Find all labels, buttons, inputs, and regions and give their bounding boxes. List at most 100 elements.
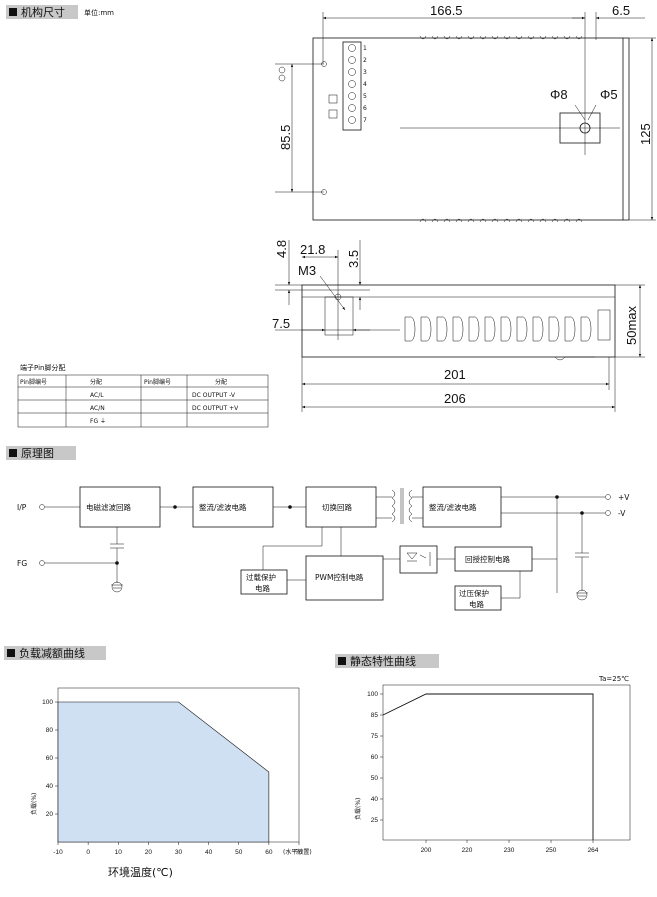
feedback-label: 回授控制电路 [465, 554, 510, 564]
derating-y-tick: 40 [46, 783, 54, 790]
schematic-section-header: 原理图 [6, 446, 76, 460]
static-x-tick: 220 [462, 847, 473, 854]
derating-y-tick: 100 [42, 699, 53, 706]
dim-201: 201 [444, 367, 466, 382]
vent-arcs-top [419, 35, 583, 223]
pin-cell-r1-c4: DC OUTPUT -V [192, 392, 236, 399]
pin-cell-r3-c2: FG ⏚ [90, 418, 106, 425]
static-chart: Ta=25℃ 负载(%) 200 220 230 250 264 25 40 50 60 75 85… [354, 675, 631, 854]
static-title: 静态特性曲线 [350, 654, 416, 668]
top-view-drawing: 1 2 3 4 5 6 7 166.5 6.5 85.5 [275, 3, 656, 223]
pin-header-2: 分配 [90, 378, 102, 386]
dim-166-5: 166.5 [430, 3, 463, 18]
pos-v-label: +V [618, 493, 630, 502]
svg-text:2: 2 [363, 57, 367, 64]
pin-cell-r2-c4: DC OUTPUT +V [192, 405, 239, 412]
derating-y-tick: 60 [46, 755, 54, 762]
mech-section-header: 机构尺寸 单位:mm [6, 5, 114, 19]
derating-x-tick: 20 [145, 849, 153, 856]
top-view-outline [312, 37, 624, 221]
ip-label: I/P [17, 503, 27, 512]
derating-ylabel: 负载(%) [30, 793, 38, 815]
derating-y-tick: 20 [46, 811, 54, 818]
derating-x-tick: 30 [175, 849, 183, 856]
optocoupler-icon [399, 545, 438, 574]
svg-text:3: 3 [363, 69, 367, 76]
static-y-tick: 25 [371, 817, 379, 824]
dim-3-5: 3.5 [346, 250, 361, 268]
ground-symbol-input [111, 581, 123, 593]
dim-125: 125 [638, 123, 653, 145]
dim-phi8: Φ8 [550, 87, 568, 102]
ocp-label-line2: 电路 [255, 583, 270, 593]
derating-x-tick: 70 [295, 849, 303, 856]
derating-y-tick: 80 [46, 727, 54, 734]
static-y-tick: 75 [371, 733, 379, 740]
derating-area [57, 701, 270, 843]
derating-x-tick: 10 [115, 849, 123, 856]
svg-text:5: 5 [363, 93, 367, 100]
side-view-drawing: 4.8 21.8 3.5 M3 7.5 50max 201 206 [272, 240, 645, 412]
ovp-label-line2: 电路 [469, 599, 484, 609]
schematic-diagram: I/P FG 电磁滤波回路 整流/滤波电路 切换回路 整流/滤波电路 [17, 486, 630, 611]
static-y-tick: 85 [371, 712, 379, 719]
output-rectifier-block [422, 486, 502, 528]
mech-unit: 单位:mm [84, 8, 114, 17]
svg-text:4: 4 [363, 81, 367, 88]
dim-50max: 50max [624, 305, 639, 345]
static-y-tick: 50 [371, 775, 379, 782]
switching-label: 切换回路 [322, 502, 352, 512]
pin-cell-r1-c2: AC/L [90, 392, 104, 399]
derating-x-tick: -10 [53, 849, 63, 856]
pin-table: 端子Pin脚分配 Pin脚编号 分配 Pin脚编号 分配 AC/L DC OUT… [17, 363, 269, 428]
static-y-tick: 60 [371, 754, 379, 761]
pin-header-3: Pin脚编号 [144, 378, 171, 386]
output-rectifier-label: 整流/滤波电路 [429, 502, 477, 512]
dim-m3: M3 [298, 263, 316, 278]
side-view-outline [301, 284, 616, 358]
mech-title: 机构尺寸 [21, 5, 65, 19]
static-x-tick: 250 [546, 847, 557, 854]
ocp-block [240, 569, 288, 595]
derating-section-header: 负载减额曲线 [4, 646, 106, 660]
dim-7-5: 7.5 [272, 316, 290, 331]
dim-206: 206 [444, 391, 466, 406]
derating-x-tick: 50 [235, 849, 243, 856]
static-x-tick: 264 [588, 847, 599, 854]
derating-x-tick: 60 [265, 849, 273, 856]
ground-symbol-output [576, 589, 588, 601]
static-section-header: 静态特性曲线 [335, 654, 439, 668]
static-y-tick: 100 [367, 691, 378, 698]
derating-x-tick: 0 [86, 849, 90, 856]
fg-label: FG [17, 559, 27, 568]
static-x-tick: 200 [421, 847, 432, 854]
svg-text:1: 1 [363, 45, 367, 52]
svg-text:7: 7 [363, 117, 367, 124]
pin-cell-r2-c2: AC/N [90, 405, 105, 412]
schematic-title: 原理图 [21, 447, 54, 460]
derating-xlabel: 环境温度(℃) [108, 865, 173, 879]
dim-4-8: 4.8 [274, 240, 289, 258]
vent-slots-side [404, 316, 592, 342]
rectifier-filter-label: 整流/滤波电路 [199, 502, 247, 512]
dim-6-5: 6.5 [612, 3, 630, 18]
dim-phi5: Φ5 [600, 87, 618, 102]
static-x-tick: 230 [504, 847, 515, 854]
static-line [382, 693, 594, 840]
derating-title: 负载减额曲线 [19, 646, 85, 660]
static-note: Ta=25℃ [598, 675, 629, 683]
svg-text:6: 6 [363, 105, 367, 112]
neg-v-label: -V [618, 509, 626, 518]
dim-21-8: 21.8 [300, 242, 325, 257]
pin-header-4: 分配 [215, 378, 227, 386]
static-y-tick: 40 [371, 796, 379, 803]
dim-85-5: 85.5 [278, 125, 293, 150]
derating-x-tick: 40 [205, 849, 213, 856]
pin-header-1: Pin脚编号 [20, 378, 47, 386]
emi-filter-label: 电磁滤波回路 [86, 502, 131, 512]
ocp-label-line1: 过载保护 [246, 572, 276, 582]
static-ylabel: 负载(%) [354, 798, 362, 820]
pwm-label: PWM控制电路 [315, 572, 364, 582]
